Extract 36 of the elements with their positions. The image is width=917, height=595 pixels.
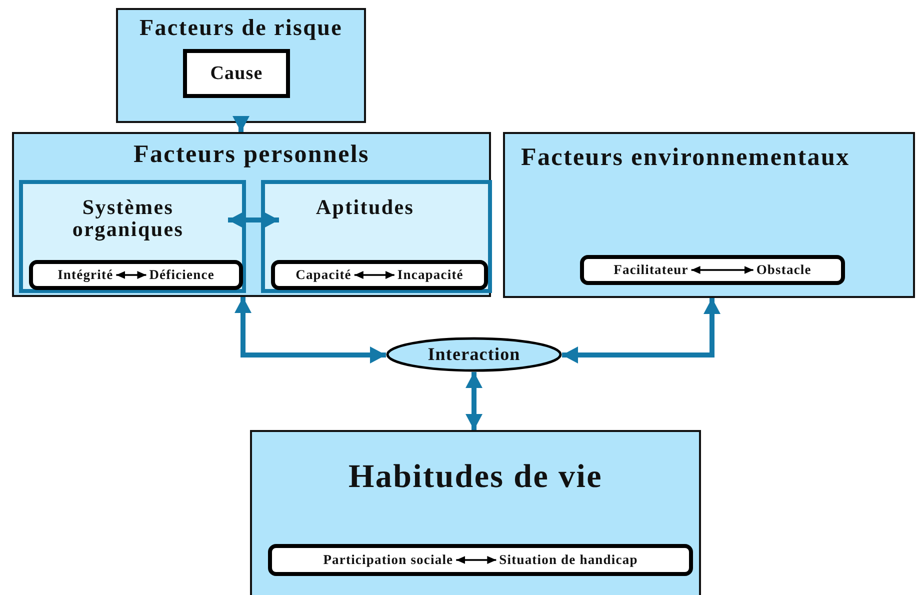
box-heading: Facteurs environnementaux: [521, 145, 850, 172]
box-heading: Aptitudes: [314, 196, 416, 218]
scale-endpoint-label: Intégrité: [58, 267, 114, 283]
scale-pill: [271, 260, 488, 290]
factor-box: [250, 430, 701, 595]
scale-endpoint-label: Participation sociale: [323, 552, 454, 568]
double-arrow: [116, 271, 146, 279]
arrow: [232, 116, 250, 132]
double-arrow: [456, 556, 496, 564]
scale-endpoint-label: Déficience: [149, 267, 214, 283]
cause-box: Cause: [183, 49, 290, 98]
category-box: [261, 180, 492, 293]
double-arrow: [354, 271, 394, 279]
double-arrow: [691, 266, 754, 274]
box-heading: Facteurs personnels: [132, 142, 370, 168]
ellipse-label: Interaction: [428, 344, 520, 365]
scale-endpoint-label: Obstacle: [756, 262, 812, 278]
scale-endpoint-label: Situation de handicap: [499, 552, 638, 568]
scale-pill: [268, 544, 693, 576]
scale-pill: [580, 255, 845, 285]
scale-pill: [29, 260, 243, 290]
double-arrow: [562, 298, 720, 364]
box-heading: Habitudes de vie: [348, 460, 604, 495]
double-arrow: [234, 297, 386, 364]
double-arrow: [228, 212, 279, 228]
box-heading: Systèmes organiques: [71, 196, 185, 240]
double-arrow: [466, 372, 482, 430]
scale-endpoint-label: Facilitateur: [614, 262, 688, 278]
category-box: [19, 180, 246, 293]
box-heading: Facteurs de risque: [138, 16, 344, 40]
factor-box: [12, 132, 491, 297]
scale-endpoint-label: Incapacité: [397, 267, 464, 283]
factor-box: [116, 8, 366, 123]
factor-box: [503, 132, 915, 298]
scale-endpoint-label: Capacité: [296, 267, 352, 283]
interaction-ellipse: [386, 337, 562, 372]
